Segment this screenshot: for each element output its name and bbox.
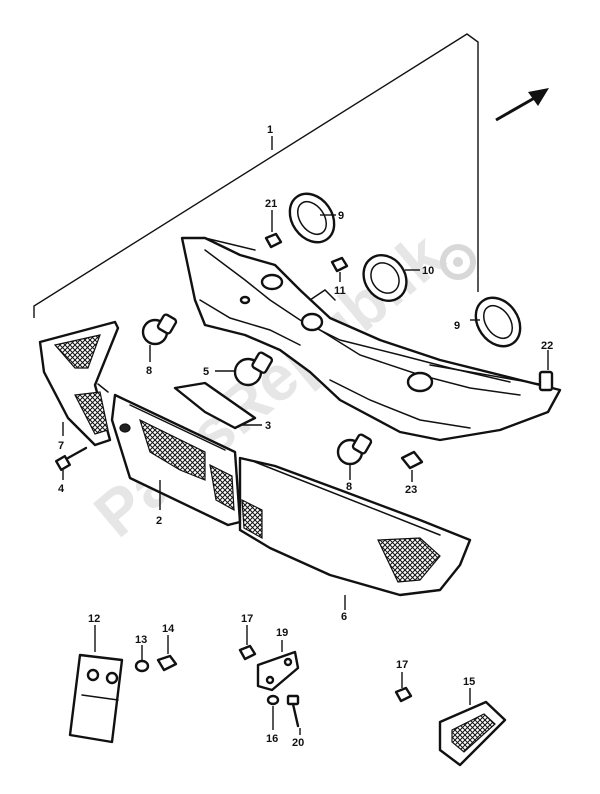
- right-cover: [238, 456, 472, 597]
- callout-11: 11: [334, 285, 346, 297]
- left-side-cover: [38, 320, 120, 447]
- leader-lines: [62, 210, 549, 735]
- callout-10: 10: [422, 265, 434, 277]
- callout-23: 23: [405, 484, 417, 496]
- bulb-upper: [141, 313, 178, 346]
- lens: [173, 381, 257, 430]
- callout-4: 4: [58, 483, 65, 495]
- bulbs: [141, 313, 373, 466]
- callout-17a: 17: [241, 613, 253, 625]
- callouts: 1 2 3 4 5 6 7 8 8 9 9 10 11 12 13 14 15 …: [58, 124, 553, 749]
- bulb-lower: [336, 433, 373, 466]
- plate-19: [256, 650, 300, 692]
- grommets: [288, 192, 522, 348]
- lamp-housing: [180, 236, 562, 442]
- callout-19: 19: [276, 627, 288, 639]
- callout-7: 7: [58, 440, 64, 452]
- hardware: [54, 232, 554, 472]
- callout-20: 20: [292, 737, 304, 749]
- grommet-middle: [362, 254, 408, 302]
- callout-14: 14: [162, 623, 175, 635]
- grommet-upper: [288, 192, 336, 244]
- callout-9a: 9: [338, 210, 344, 222]
- arrow-up-right-icon: [495, 88, 549, 122]
- nut-11: [330, 256, 349, 273]
- nut-17-left: [238, 644, 257, 661]
- callout-17b: 17: [396, 659, 408, 671]
- callout-2: 2: [156, 515, 162, 527]
- callout-5: 5: [203, 366, 209, 378]
- callout-9b: 9: [454, 320, 460, 332]
- assembly-bracket: [33, 33, 479, 318]
- callout-15: 15: [463, 676, 475, 688]
- callout-8b: 8: [346, 481, 352, 493]
- screw-4: [54, 446, 88, 472]
- callout-22: 22: [541, 340, 553, 352]
- reflector-15: [438, 700, 507, 767]
- screw-20: [286, 694, 300, 728]
- clip-22: [538, 370, 554, 392]
- callout-12: 12: [88, 613, 100, 625]
- callout-13: 13: [135, 634, 147, 646]
- gear-icon: [440, 244, 476, 280]
- callout-16: 16: [266, 733, 278, 745]
- washer-13: [134, 659, 150, 673]
- callout-6: 6: [341, 611, 347, 623]
- nut-14: [156, 654, 178, 672]
- grommet-lower: [474, 296, 522, 348]
- nut-21: [264, 232, 283, 249]
- callout-8a: 8: [146, 365, 152, 377]
- clip-23: [400, 450, 424, 470]
- bracket-12: [68, 653, 124, 744]
- callout-1: 1: [267, 124, 273, 136]
- center-cover: [110, 393, 242, 527]
- bulb-middle: [233, 351, 274, 387]
- washer-16: [266, 694, 280, 706]
- callout-21: 21: [265, 198, 277, 210]
- callout-3: 3: [265, 420, 271, 432]
- nut-17-right: [394, 686, 413, 703]
